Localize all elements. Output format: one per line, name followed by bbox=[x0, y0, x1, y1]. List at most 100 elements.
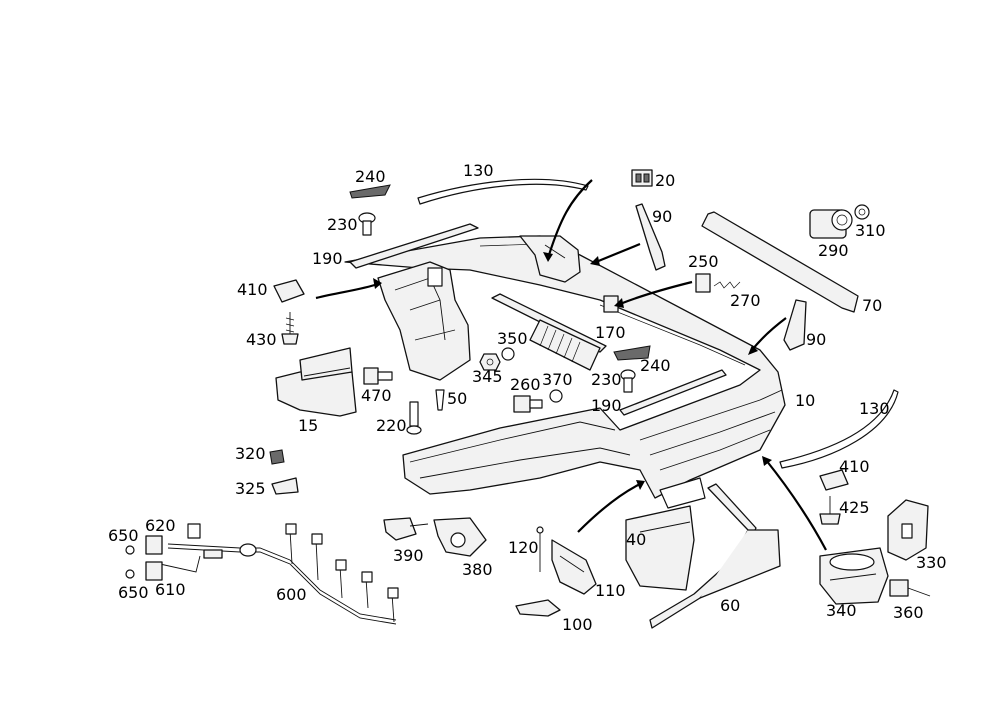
callout-15: 15 bbox=[298, 416, 318, 435]
trim-strip-part-130-lower bbox=[779, 389, 899, 469]
callout-250: 250 bbox=[688, 252, 719, 271]
callout-130-upper: 130 bbox=[463, 161, 494, 180]
callout-100: 100 bbox=[562, 615, 593, 634]
clip-part-410-lower bbox=[819, 469, 849, 491]
callout-labels: 130 240 20 90 230 290 310 190 250 410 27… bbox=[108, 161, 947, 634]
bolt-part-425 bbox=[819, 496, 841, 525]
callout-240-upper: 240 bbox=[355, 167, 386, 186]
clip-near-250 bbox=[603, 295, 619, 313]
callout-110: 110 bbox=[595, 581, 626, 600]
bracket-part-110 bbox=[551, 539, 597, 595]
callout-260: 260 bbox=[510, 375, 541, 394]
callout-425: 425 bbox=[839, 498, 870, 517]
connector-part-610 bbox=[145, 561, 163, 581]
bracket-part-15 bbox=[275, 347, 357, 417]
washer-part-350 bbox=[501, 347, 515, 361]
leader-arrows bbox=[315, 179, 827, 551]
pin-part-50 bbox=[435, 389, 445, 411]
callout-130-lower: 130 bbox=[859, 399, 890, 418]
bracket-part-90-lower bbox=[783, 299, 807, 351]
callout-650-upper: 650 bbox=[108, 526, 139, 545]
callout-190-upper: 190 bbox=[312, 249, 343, 268]
cover-part-330 bbox=[887, 499, 929, 561]
callout-345: 345 bbox=[472, 367, 503, 386]
callout-470: 470 bbox=[361, 386, 392, 405]
sensor-holder-part-390 bbox=[383, 517, 429, 541]
callout-230-lower: 230 bbox=[591, 370, 622, 389]
bracket-part-90-upper bbox=[635, 203, 666, 271]
pad-part-240-upper bbox=[349, 184, 391, 199]
callout-620: 620 bbox=[145, 516, 176, 535]
callout-370: 370 bbox=[542, 370, 573, 389]
callout-325: 325 bbox=[235, 479, 266, 498]
housing-part-340 bbox=[819, 547, 889, 605]
callout-70: 70 bbox=[862, 296, 882, 315]
callout-120: 120 bbox=[508, 538, 539, 557]
bumper-cover-part-10 bbox=[344, 235, 786, 509]
clip-part-230-upper bbox=[358, 212, 376, 236]
connector-part-360 bbox=[889, 579, 931, 597]
callout-350: 350 bbox=[497, 329, 528, 348]
connector-part-620 bbox=[145, 523, 201, 555]
pin-part-120 bbox=[536, 526, 544, 572]
connector-part-20 bbox=[631, 169, 653, 187]
callout-290: 290 bbox=[818, 241, 849, 260]
spring-part-270 bbox=[713, 281, 741, 289]
strip-part-70 bbox=[701, 211, 859, 313]
callout-410-upper: 410 bbox=[237, 280, 268, 299]
callout-380: 380 bbox=[462, 560, 493, 579]
left-support-bracket bbox=[377, 261, 471, 381]
nut-part-345 bbox=[479, 353, 501, 371]
lower-spoiler-part-60 bbox=[649, 483, 781, 629]
callout-10: 10 bbox=[795, 391, 815, 410]
plug-part-650-upper bbox=[125, 545, 135, 555]
callout-220: 220 bbox=[376, 416, 407, 435]
callout-330: 330 bbox=[916, 553, 947, 572]
bracket-part-325 bbox=[271, 477, 299, 495]
wiring-harness-part-600 bbox=[159, 523, 399, 625]
bolt-part-470 bbox=[363, 367, 393, 385]
upper-rail bbox=[519, 235, 581, 283]
callout-50: 50 bbox=[447, 389, 467, 408]
callout-230-upper: 230 bbox=[327, 215, 358, 234]
plug-part-650-lower bbox=[125, 569, 135, 579]
callout-650-lower: 650 bbox=[118, 583, 149, 602]
strip-part-190-upper bbox=[349, 223, 479, 269]
sensor-part-290 bbox=[809, 209, 853, 239]
callout-340: 340 bbox=[826, 601, 857, 620]
washer-part-370 bbox=[549, 389, 563, 403]
grille-part-170 bbox=[491, 293, 607, 371]
callout-90-upper: 90 bbox=[652, 207, 672, 226]
strip-part-190-lower bbox=[619, 369, 727, 416]
bolt-part-260 bbox=[513, 395, 543, 413]
callout-240-lower: 240 bbox=[640, 356, 671, 375]
bracket-part-250 bbox=[695, 273, 711, 293]
callout-410-lower: 410 bbox=[839, 457, 870, 476]
clip-part-410-upper bbox=[273, 279, 305, 303]
callout-90-lower: 90 bbox=[806, 330, 826, 349]
callout-40: 40 bbox=[626, 530, 646, 549]
ring-part-310 bbox=[854, 204, 870, 220]
callout-320: 320 bbox=[235, 444, 266, 463]
callout-390: 390 bbox=[393, 546, 424, 565]
callout-20: 20 bbox=[655, 171, 675, 190]
callout-270: 270 bbox=[730, 291, 761, 310]
trim-strip-part-130-upper bbox=[417, 178, 589, 205]
bracket-part-100 bbox=[515, 599, 561, 617]
callout-430: 430 bbox=[246, 330, 277, 349]
panel-part-40 bbox=[625, 505, 695, 591]
clip-part-230-lower bbox=[620, 369, 636, 393]
pin-part-220 bbox=[406, 401, 422, 435]
callout-310: 310 bbox=[855, 221, 886, 240]
callout-610: 610 bbox=[155, 580, 186, 599]
pad-part-240-lower bbox=[613, 345, 651, 361]
screw-part-430 bbox=[281, 312, 299, 345]
sensor-holder-part-380 bbox=[433, 517, 487, 557]
clip-part-320 bbox=[269, 449, 285, 465]
callout-190-lower: 190 bbox=[591, 396, 622, 415]
callout-360: 360 bbox=[893, 603, 924, 622]
callout-600: 600 bbox=[276, 585, 307, 604]
callout-170: 170 bbox=[595, 323, 626, 342]
